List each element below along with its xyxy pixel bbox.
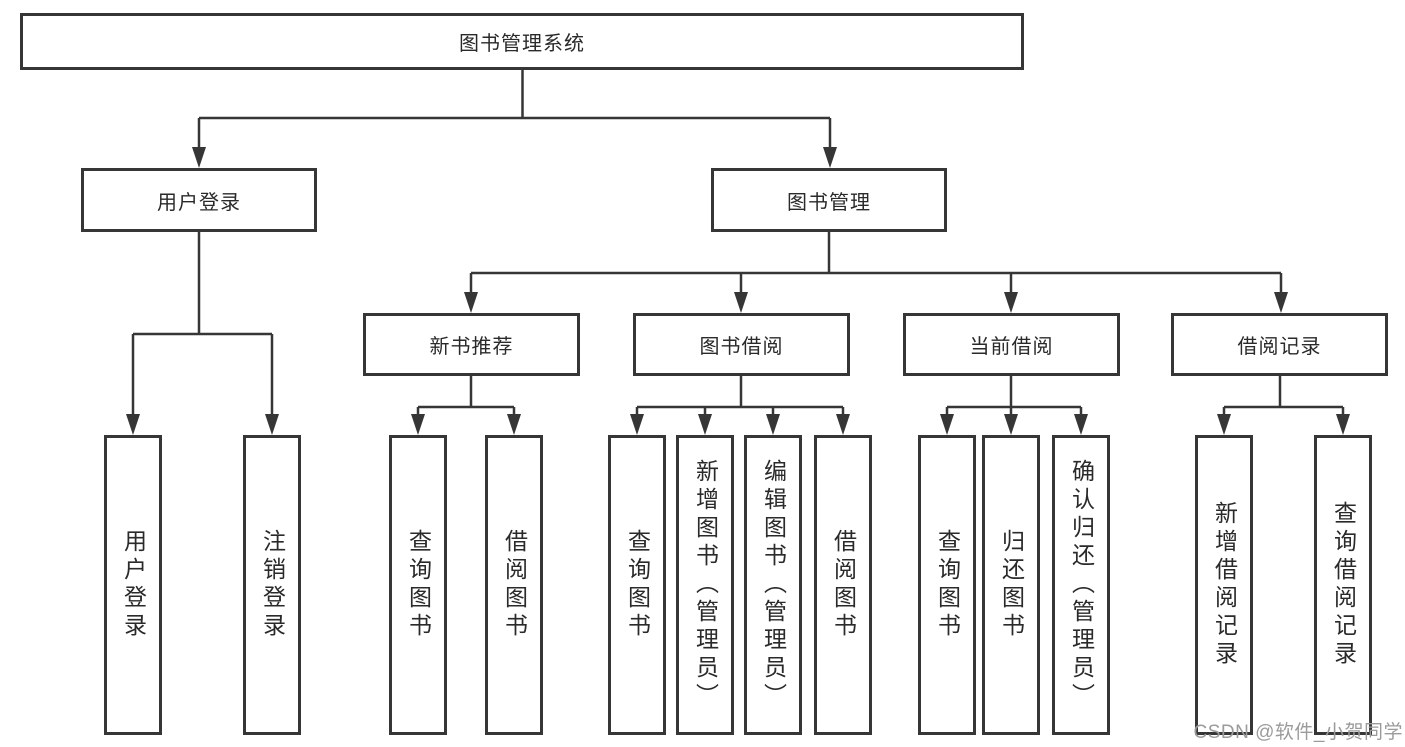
node-leaf-borrow-books: 借阅图书 [814,435,872,735]
node-leaf-return-books: 归还图书 [982,435,1040,735]
node-leaf-add-borrow-record: 新增借阅记录 [1195,435,1253,735]
node-label: 编辑图书（管理员） [760,459,787,711]
arrowhead-icons [126,147,1350,435]
node-label: 用户登录 [120,529,147,641]
node-borrow-records: 借阅记录 [1171,313,1388,376]
node-label: 借阅图书 [501,529,528,641]
node-label: 图书借阅 [699,336,784,358]
node-label: 图书管理系统 [459,33,585,55]
node-book-borrow: 图书借阅 [633,313,850,376]
node-book-management: 图书管理 [711,168,947,232]
node-label: 归还图书 [998,529,1025,641]
node-label: 当前借阅 [969,336,1054,358]
node-leaf-borrow-books: 借阅图书 [485,435,543,735]
node-label: 新增借阅记录 [1211,501,1238,669]
node-label: 查询图书 [405,529,432,641]
node-leaf-user-login: 用户登录 [104,435,162,735]
node-label: 借阅图书 [830,529,857,641]
node-label: 查询图书 [624,529,651,641]
node-label: 图书管理 [787,191,871,214]
node-label: 查询图书 [934,529,961,641]
node-label: 新书推荐 [429,336,514,358]
node-label: 确认归还（管理员） [1068,459,1095,711]
node-label: 新增图书（管理员） [692,459,719,711]
node-leaf-query-books: 查询图书 [389,435,447,735]
node-leaf-add-books-admin: 新增图书（管理员） [676,435,734,735]
node-user-login: 用户登录 [81,168,317,232]
csdn-watermark: CSDN @软件_小贺同学 [1193,722,1403,743]
node-leaf-query-books: 查询图书 [608,435,666,735]
node-label: 查询借阅记录 [1330,501,1357,669]
node-label: 注销登录 [259,529,286,641]
node-current-borrow: 当前借阅 [903,313,1120,376]
node-leaf-confirm-return-admin: 确认归还（管理员） [1052,435,1110,735]
node-leaf-edit-books-admin: 编辑图书（管理员） [744,435,802,735]
node-leaf-query-books: 查询图书 [918,435,976,735]
node-new-book-recommend: 新书推荐 [363,313,580,376]
node-label: 借阅记录 [1237,336,1322,358]
node-label: 用户登录 [157,191,241,214]
node-leaf-query-borrow-record: 查询借阅记录 [1314,435,1372,735]
node-leaf-logout: 注销登录 [243,435,301,735]
node-library-management-system: 图书管理系统 [20,13,1024,70]
